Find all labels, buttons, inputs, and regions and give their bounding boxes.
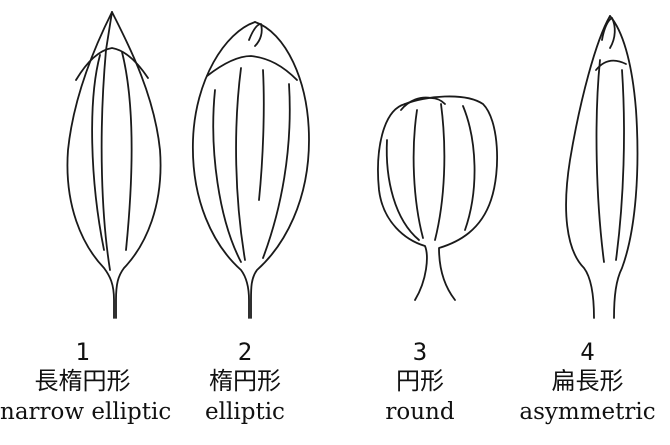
bud-number: 4: [505, 338, 670, 366]
bud-drawing-narrow-elliptic: [60, 0, 180, 320]
bud-number: 1: [0, 338, 165, 366]
bud-name-en: round: [355, 396, 485, 428]
bud-name-en: narrow elliptic: [0, 396, 165, 428]
bud-drawing-round: [365, 0, 505, 320]
bud-name-ja: 長楕円形: [0, 366, 165, 396]
bud-name-en: elliptic: [180, 396, 310, 428]
bud-number: 2: [180, 338, 310, 366]
bud-name-ja: 楕円形: [180, 366, 310, 396]
bud-label-4: 4 扁長形 asymmetric: [505, 338, 670, 428]
bud-name-ja: 扁長形: [505, 366, 670, 396]
bud-label-3: 3 円形 round: [355, 338, 485, 428]
bud-drawing-asymmetric: [540, 0, 660, 320]
bud-label-2: 2 楕円形 elliptic: [180, 338, 310, 428]
bud-drawing-elliptic: [185, 0, 315, 320]
bud-label-1: 1 長楕円形 narrow elliptic: [0, 338, 165, 428]
bud-name-en: asymmetric: [505, 396, 670, 428]
bud-number: 3: [355, 338, 485, 366]
bud-name-ja: 円形: [355, 366, 485, 396]
